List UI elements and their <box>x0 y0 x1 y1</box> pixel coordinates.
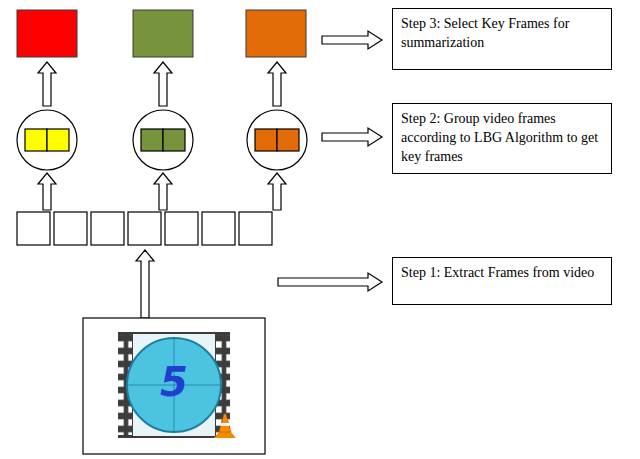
key-frame <box>17 10 77 57</box>
video-frame <box>202 212 235 245</box>
key-frame <box>246 10 306 57</box>
cluster-circle <box>247 110 307 170</box>
countdown-digit: 5 <box>160 362 188 402</box>
frame-half <box>163 129 185 151</box>
key-frame <box>133 10 193 57</box>
step-box: Step 3: Select Key Frames for summarizat… <box>392 8 612 70</box>
step-text: Step 1: Extract Frames from video <box>401 264 603 283</box>
frame-half <box>255 129 277 151</box>
up-arrow <box>136 250 154 318</box>
frame-half <box>141 129 163 151</box>
step-box: Step 1: Extract Frames from video <box>392 257 612 305</box>
video-frame <box>91 212 124 245</box>
frame-half <box>25 129 47 151</box>
up-arrow <box>38 173 56 210</box>
right-arrow <box>278 273 382 291</box>
up-arrow <box>268 62 286 106</box>
up-arrow <box>268 173 286 210</box>
video-frame <box>17 212 50 245</box>
step-text: Step 3: Select Key Frames for summarizat… <box>401 15 603 53</box>
video-frame <box>128 212 161 245</box>
cluster-circle <box>133 110 193 170</box>
up-arrow <box>154 173 172 210</box>
vlc-cone <box>214 414 236 438</box>
video-frame <box>54 212 87 245</box>
countdown-circle <box>127 338 221 432</box>
right-arrow <box>322 128 382 146</box>
up-arrow <box>154 62 172 106</box>
film-strip <box>118 332 230 438</box>
frame-half <box>277 129 299 151</box>
video-icon-frame <box>83 318 265 454</box>
cluster-circle <box>17 110 77 170</box>
step-text: Step 2: Group video frames according to … <box>401 110 603 167</box>
right-arrow <box>322 31 382 49</box>
up-arrow <box>38 62 56 106</box>
video-frame <box>239 212 272 245</box>
video-frame <box>165 212 198 245</box>
step-box: Step 2: Group video frames according to … <box>392 103 612 174</box>
frame-half <box>47 129 69 151</box>
